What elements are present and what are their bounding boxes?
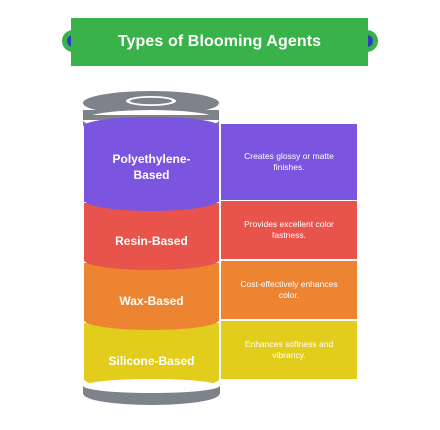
diagram-title: Types of Blooming Agents xyxy=(117,33,322,50)
layer-wax: Wax-Based xyxy=(84,284,219,318)
desc-box-silicone xyxy=(221,321,357,379)
description-wax: Cost-effectively enhances color. xyxy=(221,261,357,319)
desc-box-resin xyxy=(221,201,357,259)
description-silicone: Enhances softness and vibrancy. xyxy=(221,321,357,379)
desc-box-polyethylene xyxy=(221,124,357,200)
layer-wax-shape xyxy=(84,263,219,330)
layer-resin: Resin-Based xyxy=(84,224,219,258)
layer-label-resin: Resin-Based xyxy=(115,234,188,248)
layer-label-silicone: Silicone-Based xyxy=(108,354,195,368)
desc-box-wax xyxy=(221,261,357,319)
description-text-wax: Cost-effectively enhances color. xyxy=(240,279,338,300)
layer-polyethylene: Polyethylene- Based xyxy=(84,142,219,192)
description-text-silicone: Enhances softness and vibrancy. xyxy=(244,339,334,360)
layer-polyethylene-shape xyxy=(84,117,219,211)
layer-label-wax: Wax-Based xyxy=(119,294,184,308)
title-banner: Types of Blooming Agents xyxy=(71,18,368,66)
layer-silicone: Silicone-Based xyxy=(84,344,219,378)
layer-resin-shape xyxy=(84,203,219,270)
description-resin: Provides excellent color fastness. xyxy=(221,201,357,259)
layer-label-polyethylene: Polyethylene- Based xyxy=(112,152,191,182)
description-polyethylene: Creates glossy or matte finishes. xyxy=(221,124,357,200)
description-text-polyethylene: Creates glossy or matte finishes. xyxy=(244,151,334,172)
cylinder-bottom-cap xyxy=(83,379,220,405)
description-text-resin: Provides excellent color fastness. xyxy=(244,219,334,240)
